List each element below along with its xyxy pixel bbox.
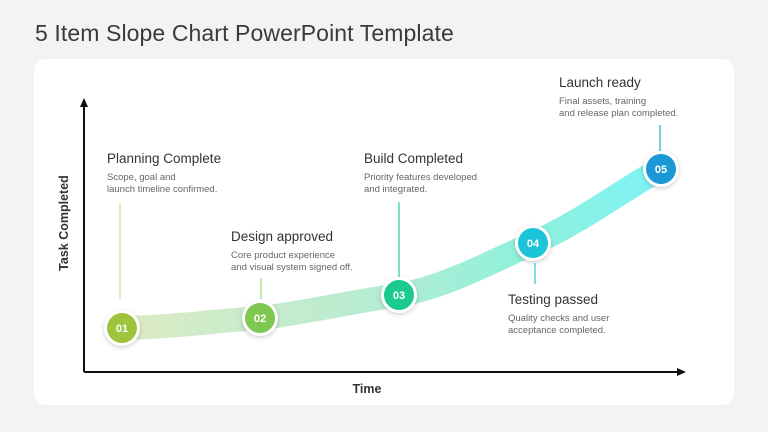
item-label-05: Launch ready Final assets, training and …	[559, 75, 709, 120]
x-axis	[84, 368, 686, 376]
item-desc-04: Quality checks and user acceptance compl…	[508, 313, 658, 337]
chart-card	[34, 59, 734, 405]
y-axis-label: Task Completed	[57, 175, 71, 271]
item-desc-05-line2: and release plan completed.	[559, 108, 679, 119]
node-number-01: 01	[116, 323, 128, 335]
node-05	[643, 151, 679, 187]
item-heading-04: Testing passed	[508, 292, 599, 307]
item-heading-01: Planning Complete	[107, 151, 222, 166]
x-axis-label: Time	[352, 382, 382, 396]
node-number-05: 05	[655, 164, 667, 176]
item-desc-03-line2: and integrated.	[364, 184, 428, 195]
node-04	[515, 225, 551, 261]
item-desc-01-line1: Scope, goal and	[107, 172, 176, 183]
item-label-02: Design approved Core product experience …	[231, 229, 381, 274]
node-number-04: 04	[527, 238, 540, 250]
y-axis	[80, 98, 88, 372]
node-02	[242, 300, 278, 336]
item-desc-04-line2: acceptance completed.	[508, 325, 606, 336]
node-03	[381, 277, 417, 313]
item-desc-02: Core product experience and visual syste…	[231, 250, 381, 274]
item-heading-02: Design approved	[231, 229, 334, 244]
item-heading-05: Launch ready	[559, 75, 641, 90]
node-number-03: 03	[393, 290, 405, 302]
item-desc-02-line1: Core product experience	[231, 250, 336, 261]
item-desc-05-line1: Final assets, training	[559, 96, 647, 107]
item-label-01: Planning Complete Scope, goal and launch…	[107, 151, 257, 196]
node-number-02: 02	[254, 313, 266, 325]
item-desc-05: Final assets, training and release plan …	[559, 96, 709, 120]
item-label-03: Build Completed Priority features develo…	[364, 151, 514, 196]
page-title: 5 Item Slope Chart PowerPoint Template	[35, 20, 454, 46]
node-01	[104, 310, 140, 346]
item-desc-04-line1: Quality checks and user	[508, 313, 610, 324]
item-label-04: Testing passed Quality checks and user a…	[508, 292, 658, 337]
item-desc-01-line2: launch timeline confirmed.	[107, 184, 218, 195]
item-desc-03-line1: Priority features developed	[364, 172, 478, 183]
item-desc-01: Scope, goal and launch timeline confirme…	[107, 172, 257, 196]
item-desc-03: Priority features developed and integrat…	[364, 172, 514, 196]
item-desc-02-line2: and visual system signed off.	[231, 262, 353, 273]
item-heading-03: Build Completed	[364, 151, 464, 166]
